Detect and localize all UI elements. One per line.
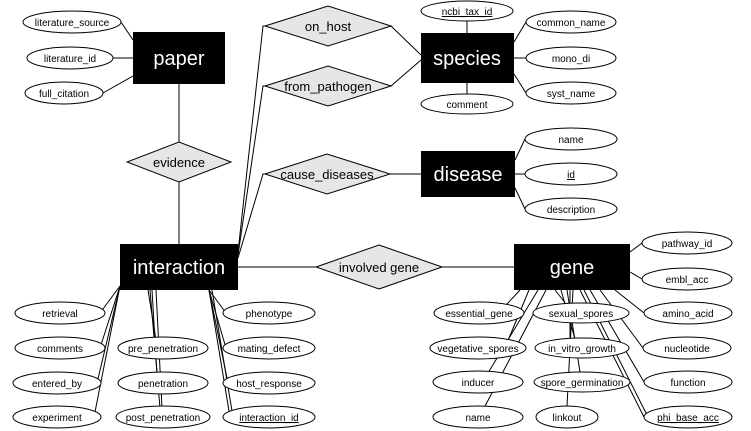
entity-disease: disease xyxy=(421,151,515,197)
attribute-inducer: inducer xyxy=(432,370,524,394)
entity-gene: gene xyxy=(514,244,630,290)
svg-text:common_name: common_name xyxy=(537,18,606,29)
attribute-amino-acid: amino_acid xyxy=(643,301,733,325)
svg-text:name: name xyxy=(465,413,490,424)
svg-text:comments: comments xyxy=(37,344,83,355)
attribute-comments: comments xyxy=(14,336,106,360)
attribute-full-citation: full_citation xyxy=(24,81,104,105)
attribute-retrieval: retrieval xyxy=(14,301,106,325)
svg-text:penetration: penetration xyxy=(138,379,188,390)
svg-text:ncbi_tax_id: ncbi_tax_id xyxy=(442,7,493,18)
svg-text:pre_penetration: pre_penetration xyxy=(128,344,198,355)
attribute-interaction-id: interaction_id xyxy=(222,405,316,429)
attribute-nucleotide: nucleotide xyxy=(642,336,732,360)
attribute-entered-by: entered_by xyxy=(12,371,102,395)
svg-text:embl_acc: embl_acc xyxy=(666,275,709,286)
attribute-sexual-spores: sexual_spores xyxy=(532,302,630,324)
entity-paper-label: paper xyxy=(153,48,204,70)
relationship-cause-diseases: cause_diseases xyxy=(263,153,392,195)
svg-text:retrieval: retrieval xyxy=(42,309,78,320)
attribute-linkout: linkout xyxy=(535,405,599,429)
svg-text:syst_name: syst_name xyxy=(547,89,596,100)
svg-text:phenotype: phenotype xyxy=(246,309,293,320)
entity-interaction: interaction xyxy=(120,244,238,290)
svg-text:spore_germination: spore_germination xyxy=(541,378,624,389)
svg-text:entered_by: entered_by xyxy=(32,379,82,390)
svg-text:sexual_spores: sexual_spores xyxy=(549,309,613,320)
entity-species: species xyxy=(421,33,514,83)
svg-text:in_vitro_growth: in_vitro_growth xyxy=(548,344,616,355)
relationship-evidence-label: evidence xyxy=(153,155,205,170)
svg-text:essential_gene: essential_gene xyxy=(445,309,513,320)
svg-text:post_penetration: post_penetration xyxy=(126,413,201,424)
entity-disease-label: disease xyxy=(434,164,503,186)
svg-text:comment: comment xyxy=(446,100,487,111)
attribute-vegetative-spores: vegetative_spores xyxy=(429,336,527,360)
attribute-mono-di: mono_di xyxy=(525,46,617,70)
attribute-experiment: experiment xyxy=(12,405,102,429)
attribute-mating-defect: mating_defect xyxy=(222,336,316,360)
svg-text:pathway_id: pathway_id xyxy=(662,239,713,250)
attribute-literature-source: literature_source xyxy=(22,10,122,34)
attribute-comment: comment xyxy=(420,93,514,115)
attribute-disease-id: id xyxy=(524,162,618,186)
svg-text:linkout: linkout xyxy=(553,413,582,424)
relationship-evidence: evidence xyxy=(125,141,233,183)
entity-gene-label: gene xyxy=(550,257,595,279)
relationship-from-pathogen: from_pathogen xyxy=(263,65,393,107)
relationship-from-pathogen-label: from_pathogen xyxy=(284,79,371,94)
svg-text:mating_defect: mating_defect xyxy=(238,344,301,355)
svg-text:description: description xyxy=(547,205,595,216)
svg-text:id: id xyxy=(567,170,575,181)
svg-text:literature_source: literature_source xyxy=(35,18,110,29)
attribute-function: function xyxy=(643,370,733,394)
attribute-syst-name: syst_name xyxy=(525,81,617,105)
svg-text:literature_id: literature_id xyxy=(44,54,96,65)
svg-text:full_citation: full_citation xyxy=(39,89,89,100)
svg-text:host_response: host_response xyxy=(236,379,302,390)
svg-text:nucleotide: nucleotide xyxy=(664,344,710,355)
attribute-penetration: penetration xyxy=(117,371,209,395)
attribute-literature-id: literature_id xyxy=(26,46,114,70)
attribute-in-vitro-growth: in_vitro_growth xyxy=(534,337,630,359)
svg-text:mono_di: mono_di xyxy=(552,54,590,65)
svg-text:vegetative_spores: vegetative_spores xyxy=(437,344,518,355)
attribute-common-name: common_name xyxy=(525,10,617,34)
svg-text:amino_acid: amino_acid xyxy=(662,309,713,320)
attribute-post-penetration: post_penetration xyxy=(115,405,211,429)
attribute-disease-name: name xyxy=(524,127,618,151)
attribute-pre-penetration: pre_penetration xyxy=(117,336,209,360)
attribute-pathway-id: pathway_id xyxy=(641,231,733,255)
svg-text:interaction_id: interaction_id xyxy=(239,413,298,424)
attribute-description: description xyxy=(524,197,618,221)
entity-interaction-label: interaction xyxy=(133,257,225,279)
entity-species-label: species xyxy=(433,48,501,70)
entity-paper: paper xyxy=(133,32,225,84)
attribute-embl-acc: embl_acc xyxy=(641,267,733,291)
attribute-spore-germination: spore_germination xyxy=(533,371,631,393)
attribute-phenotype: phenotype xyxy=(222,301,316,325)
relationship-cause-diseases-label: cause_diseases xyxy=(280,167,374,182)
svg-text:experiment: experiment xyxy=(32,413,82,424)
attribute-host-response: host_response xyxy=(222,371,316,395)
svg-text:function: function xyxy=(670,378,705,389)
relationship-on-host: on_host xyxy=(263,5,393,47)
attribute-ncbi-tax-id: ncbi_tax_id xyxy=(420,0,514,22)
svg-text:inducer: inducer xyxy=(462,378,495,389)
relationship-involved-gene-label: involved gene xyxy=(339,260,419,275)
relationship-involved-gene: involved gene xyxy=(314,244,444,290)
attribute-essential-gene: essential_gene xyxy=(433,301,525,325)
attribute-gene-name: name xyxy=(432,405,524,429)
relationship-on-host-label: on_host xyxy=(305,19,352,34)
svg-text:phi_base_acc: phi_base_acc xyxy=(657,413,719,424)
svg-text:name: name xyxy=(558,135,583,146)
attribute-phi-base-acc: phi_base_acc xyxy=(643,405,733,429)
